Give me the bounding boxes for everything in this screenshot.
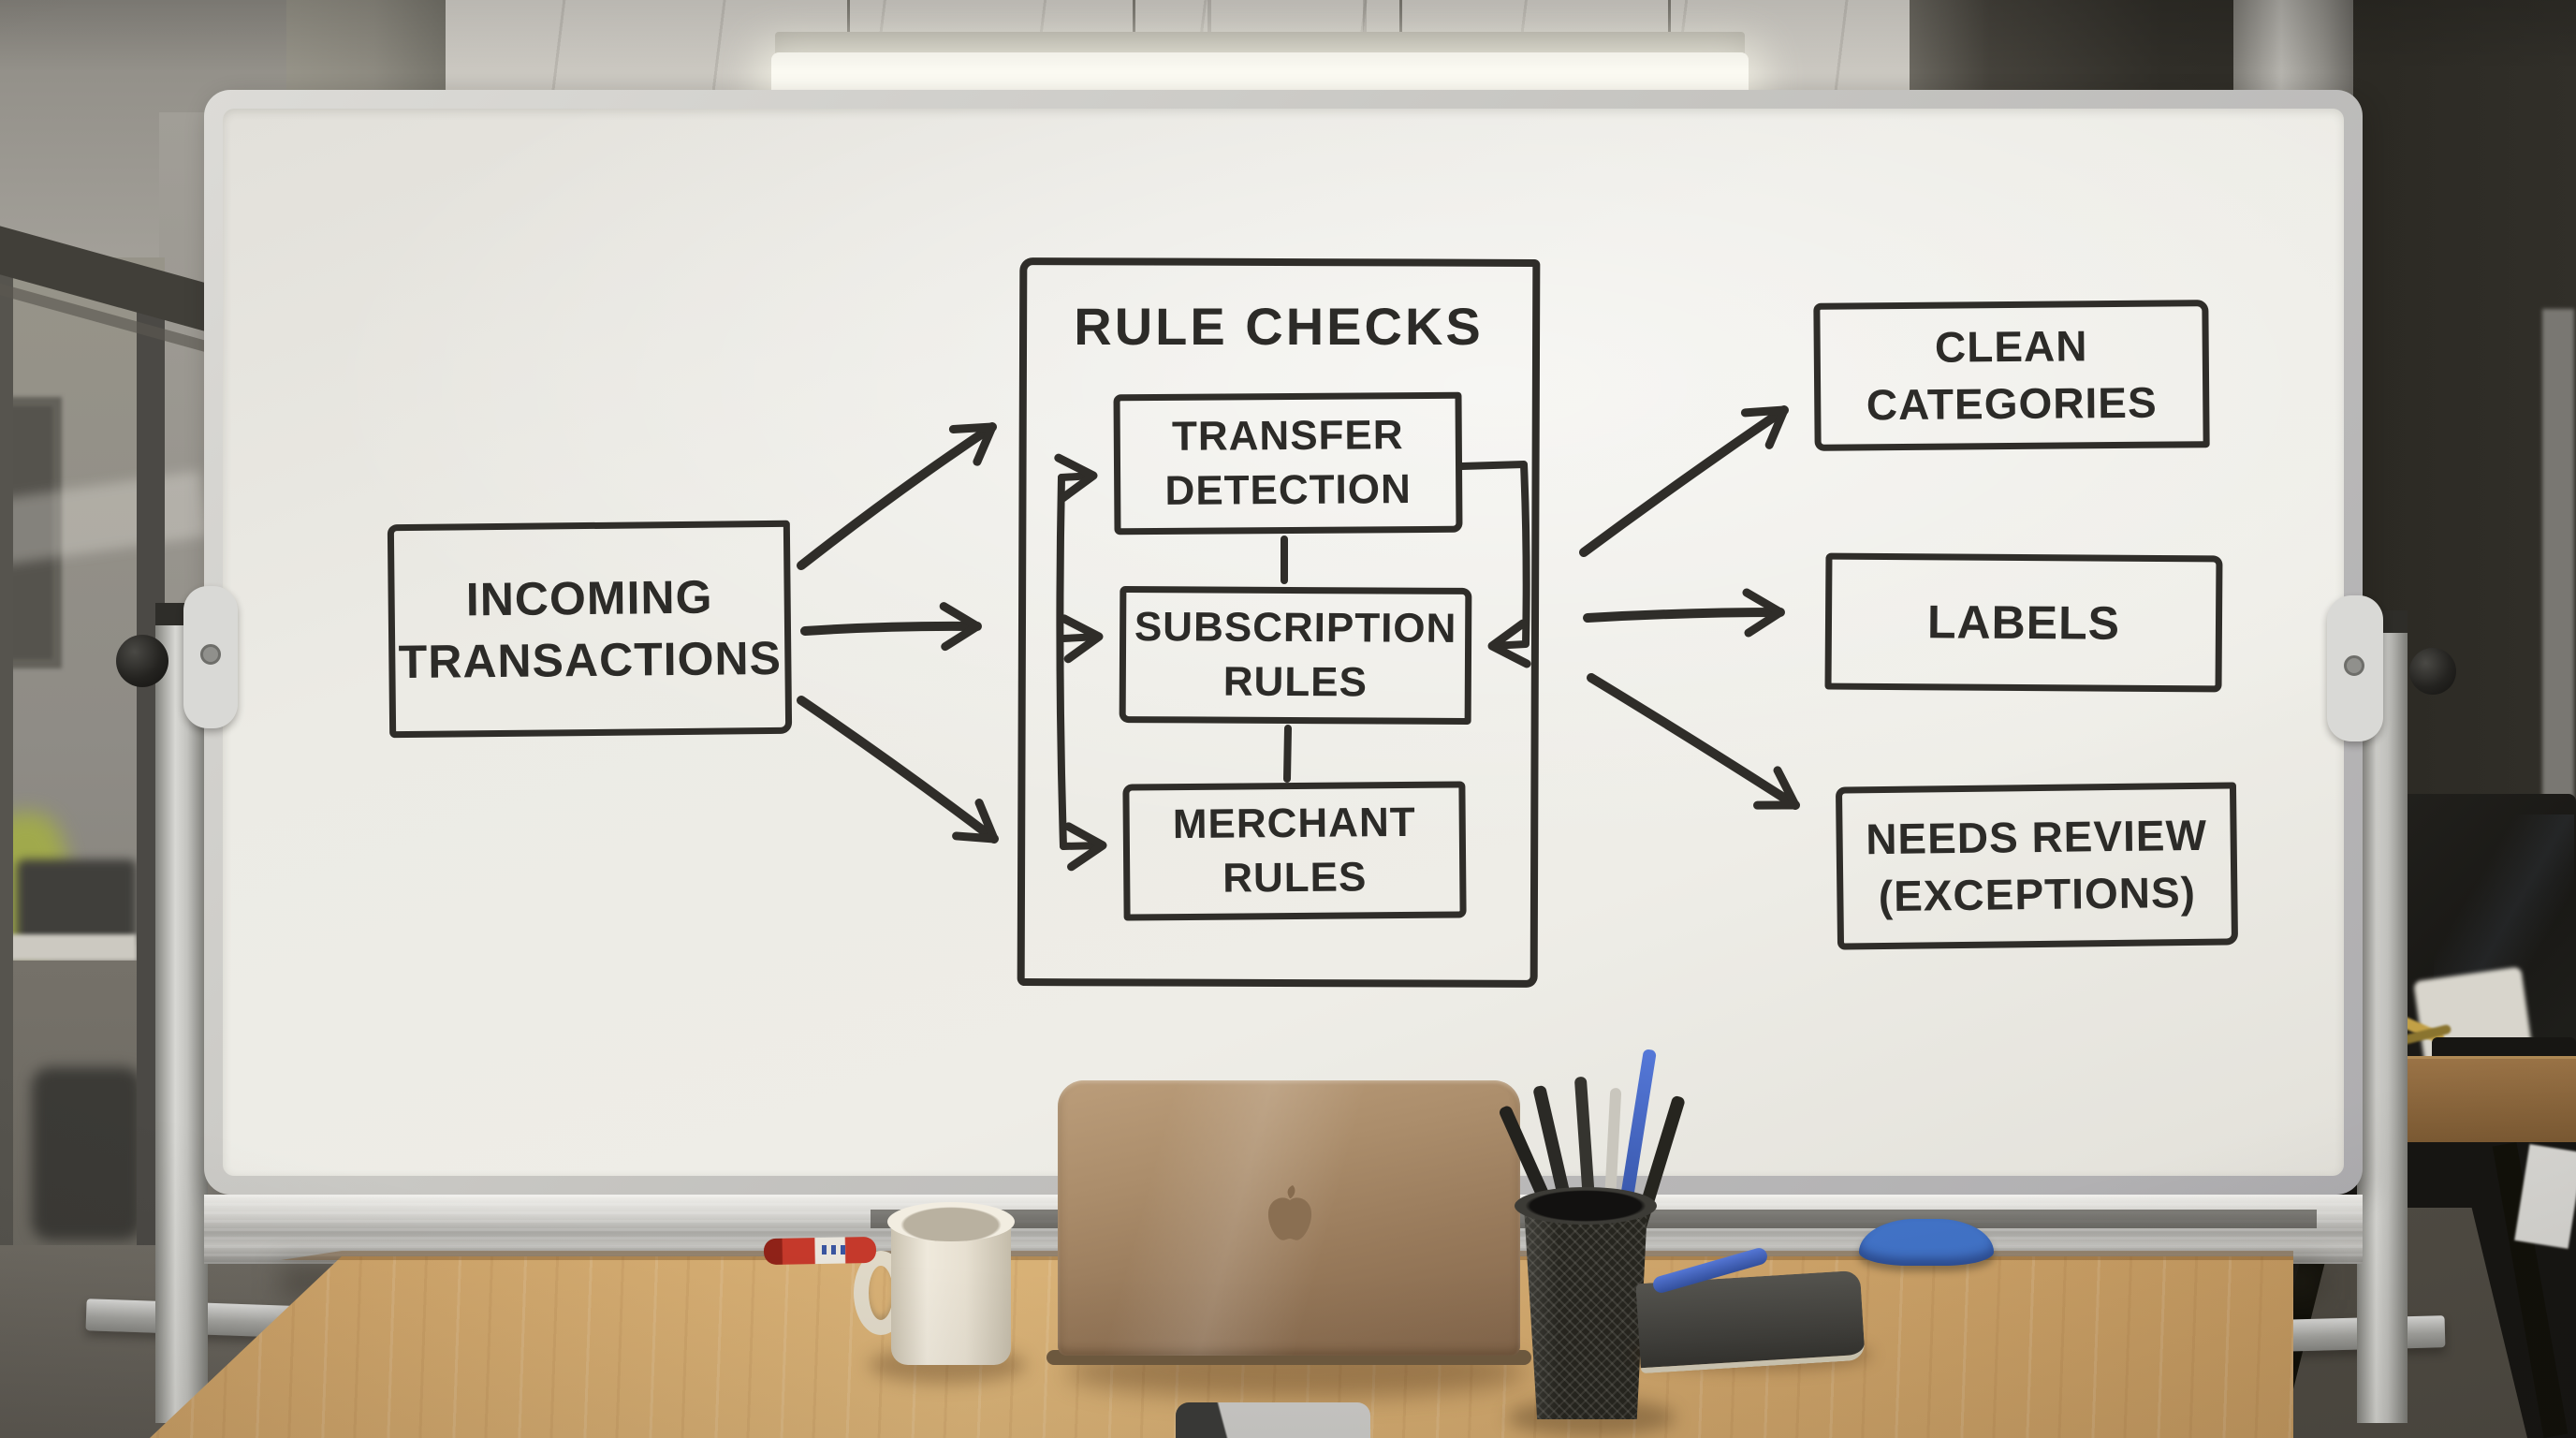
lock-knob-left	[116, 635, 168, 687]
node-label: INCOMING	[465, 570, 713, 626]
node-label: LABELS	[1926, 595, 2121, 650]
node-merchant-rules: MERCHANT RULES	[1122, 781, 1467, 921]
stand-post-right	[2357, 610, 2408, 1423]
connector-subscription-merchant	[1283, 725, 1292, 783]
pen-cup-rim	[1515, 1187, 1657, 1225]
lock-knob-right	[2409, 648, 2456, 695]
light-wire	[847, 0, 850, 37]
node-label: DETECTION	[1164, 466, 1412, 514]
pivot-bolt	[2344, 655, 2364, 676]
feedback-line-right	[1458, 461, 1531, 668]
marker-label	[822, 1245, 850, 1255]
window-frame-sliver	[2542, 309, 2574, 880]
node-subscription-rules: SUBSCRIPTION RULES	[1119, 586, 1472, 725]
glass-sill	[0, 934, 137, 961]
node-label: TRANSFER	[1171, 412, 1404, 460]
container-title: RULE CHECKS	[1074, 297, 1484, 356]
node-label: SUBSCRIPTION	[1134, 604, 1457, 652]
arrow-rules-to-clean	[1579, 405, 1789, 557]
coffee-mug	[891, 1217, 1011, 1365]
node-incoming-transactions: INCOMING TRANSACTIONS	[387, 520, 793, 739]
node-label: MERCHANT	[1172, 799, 1416, 848]
background-monitor-left	[17, 859, 137, 944]
arrow-input-to-rules-mid	[800, 602, 982, 652]
light-fixture-housing	[775, 32, 1745, 56]
tripod-silhouette	[32, 1067, 142, 1240]
loop-arrow-transfer	[1054, 453, 1098, 503]
mug-rim	[887, 1202, 1015, 1241]
node-label: RULES	[1222, 658, 1368, 706]
loop-arrow-subscription	[1060, 614, 1104, 664]
node-label: CLEAN	[1934, 321, 2088, 372]
arrow-input-to-rules-bottom	[797, 696, 999, 844]
light-wire	[1668, 0, 1671, 37]
arrow-rules-to-review	[1587, 673, 1800, 810]
loop-arrow-merchant	[1060, 822, 1107, 872]
node-clean-categories: CLEAN CATEGORIES	[1813, 300, 2210, 451]
light-wire	[1399, 0, 1402, 37]
node-label: (EXCEPTIONS)	[1878, 867, 2197, 921]
arrow-rules-to-labels	[1583, 588, 1785, 638]
apple-logo-icon	[1267, 1185, 1312, 1240]
pivot-bolt	[200, 644, 221, 665]
node-label: CATEGORIES	[1866, 377, 2158, 430]
node-label: NEEDS REVIEW	[1865, 811, 2208, 864]
light-wire	[1133, 0, 1135, 37]
arrow-input-to-rules-top	[797, 422, 997, 570]
glass-frame-edge	[0, 262, 13, 1438]
pen-cup	[1523, 1202, 1648, 1419]
red-marker	[763, 1236, 877, 1266]
blue-eraser	[1859, 1219, 1994, 1266]
node-needs-review: NEEDS REVIEW (EXCEPTIONS)	[1835, 782, 2239, 950]
phone	[1176, 1402, 1370, 1438]
node-label: RULES	[1222, 854, 1368, 902]
node-labels: LABELS	[1824, 552, 2223, 693]
whiteboard-surface	[223, 109, 2344, 1176]
stand-post-left	[155, 603, 208, 1423]
node-label: TRANSACTIONS	[398, 631, 783, 689]
node-transfer-detection: TRANSFER DETECTION	[1113, 391, 1463, 536]
